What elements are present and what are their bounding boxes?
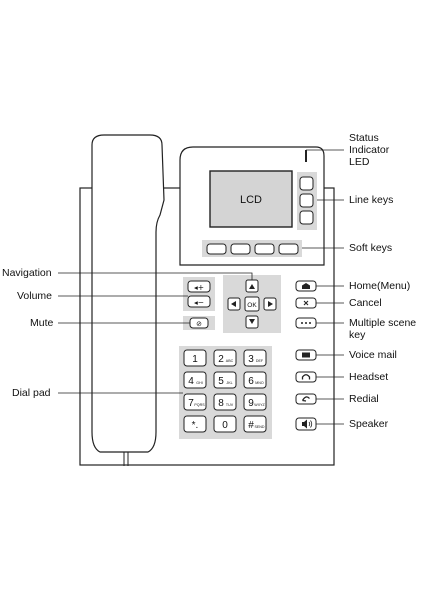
multiple-scene-key-label-line: Multiple scene: [349, 317, 417, 329]
dial-key[interactable]: [213, 371, 237, 389]
dial-key-letters: PQRS: [194, 403, 205, 407]
dial-key-letters: ABC: [226, 359, 234, 363]
dial-key[interactable]: [243, 393, 267, 411]
speaker-icon: [302, 419, 307, 429]
volume-down-key[interactable]: [187, 295, 211, 308]
redial-key[interactable]: [295, 393, 317, 405]
dial-key-digit: 1: [192, 354, 198, 365]
headset-icon: [301, 374, 311, 380]
dial-key[interactable]: [243, 371, 267, 389]
volume-up-key[interactable]: [187, 280, 211, 293]
status-indicator-label-line: Status: [349, 132, 379, 144]
handset: [91, 134, 165, 453]
soft-key-4[interactable]: [278, 243, 299, 255]
mute-key-label: ⊘: [196, 320, 202, 328]
dial-key-digit: 9: [248, 398, 254, 409]
dial-key[interactable]: [183, 393, 207, 411]
dial-key-letters: SEND: [255, 425, 265, 429]
lcd-screen: [209, 170, 293, 228]
line-key-3[interactable]: [299, 210, 314, 225]
headset-key[interactable]: [295, 371, 317, 383]
dial-key-digit: 3: [248, 354, 254, 365]
line-keys-label: Line keys: [349, 194, 394, 206]
dial-key-letters: TUV: [226, 403, 234, 407]
dial-key[interactable]: [213, 415, 237, 433]
more-dots-icon: [301, 322, 311, 324]
line-key-1[interactable]: [299, 176, 314, 191]
soft-key-2[interactable]: [230, 243, 251, 255]
cancel-label: Cancel: [349, 297, 382, 309]
navigation-label: Navigation: [2, 267, 52, 279]
dial-key[interactable]: [213, 349, 237, 367]
speaker-label: Speaker: [349, 418, 389, 430]
dial-key-digit: 6: [248, 376, 254, 387]
leader-lines: [58, 149, 344, 425]
soft-key-1[interactable]: [206, 243, 227, 255]
dial-key[interactable]: [243, 415, 267, 433]
nav-right-arrow-icon: [268, 301, 273, 307]
nav-ok-key[interactable]: [244, 296, 260, 312]
dial-key[interactable]: [213, 393, 237, 411]
multiple-scene-key-label: Multiple scene key: [349, 317, 416, 341]
dial-key-digit: 5: [218, 376, 224, 387]
dial-key[interactable]: [183, 371, 207, 389]
dial-key-letters: MNO: [255, 381, 264, 385]
redial-label: Redial: [349, 393, 379, 405]
volume-down-key-label: ◂−: [194, 298, 204, 307]
dial-key-digit: *.: [192, 420, 199, 431]
dial-key-digit: 0: [222, 420, 228, 431]
home-icon: [302, 283, 310, 289]
home-menu-label: Home(Menu): [349, 280, 411, 292]
status-indicator-label-line: Indicator: [349, 144, 390, 156]
dial-key-digit: 4: [188, 376, 194, 387]
nav-left-arrow-icon: [231, 301, 236, 307]
volume-up-key-label: ◂+: [194, 283, 204, 292]
voice-mail-label: Voice mail: [349, 349, 397, 361]
close-icon: [303, 300, 309, 306]
dial-key-digit: 2: [218, 354, 224, 365]
dial-key-digit: #: [248, 420, 254, 431]
line-key-2[interactable]: [299, 193, 314, 208]
volume-label: Volume: [17, 290, 53, 302]
dial-key[interactable]: [183, 349, 207, 367]
headset-label: Headset: [349, 371, 389, 383]
soft-keys-label: Soft keys: [349, 242, 393, 254]
dial-key[interactable]: [183, 415, 207, 433]
status-indicator-label-line: LED: [349, 156, 370, 168]
dial-key[interactable]: [243, 349, 267, 367]
status-indicator-label: Status Indicator LED: [349, 132, 389, 168]
dial-key-digit: 8: [218, 398, 224, 409]
nav-down-arrow-icon: [249, 319, 255, 324]
speaker-waves-icon: [308, 420, 313, 428]
dial-key-letters: GHI: [196, 381, 202, 385]
dial-key-letters: DEF: [256, 359, 264, 363]
dial-key-letters: WXYZ: [254, 403, 265, 407]
lcd-screen-label: LCD: [240, 194, 262, 206]
dial-key-letters: JKL: [226, 381, 232, 385]
multiple-scene-key-label-line: key: [349, 329, 366, 341]
nav-up-arrow-icon: [249, 284, 255, 289]
redial-icon: [301, 396, 310, 402]
dial-key-digit: 7: [188, 398, 194, 409]
soft-key-3[interactable]: [254, 243, 275, 255]
envelope-icon: [302, 352, 310, 358]
dial-pad-label: Dial pad: [12, 387, 51, 399]
soft-keys-panel: [202, 240, 302, 257]
mute-label: Mute: [30, 317, 54, 329]
nav-ok-label: OK: [247, 302, 257, 309]
